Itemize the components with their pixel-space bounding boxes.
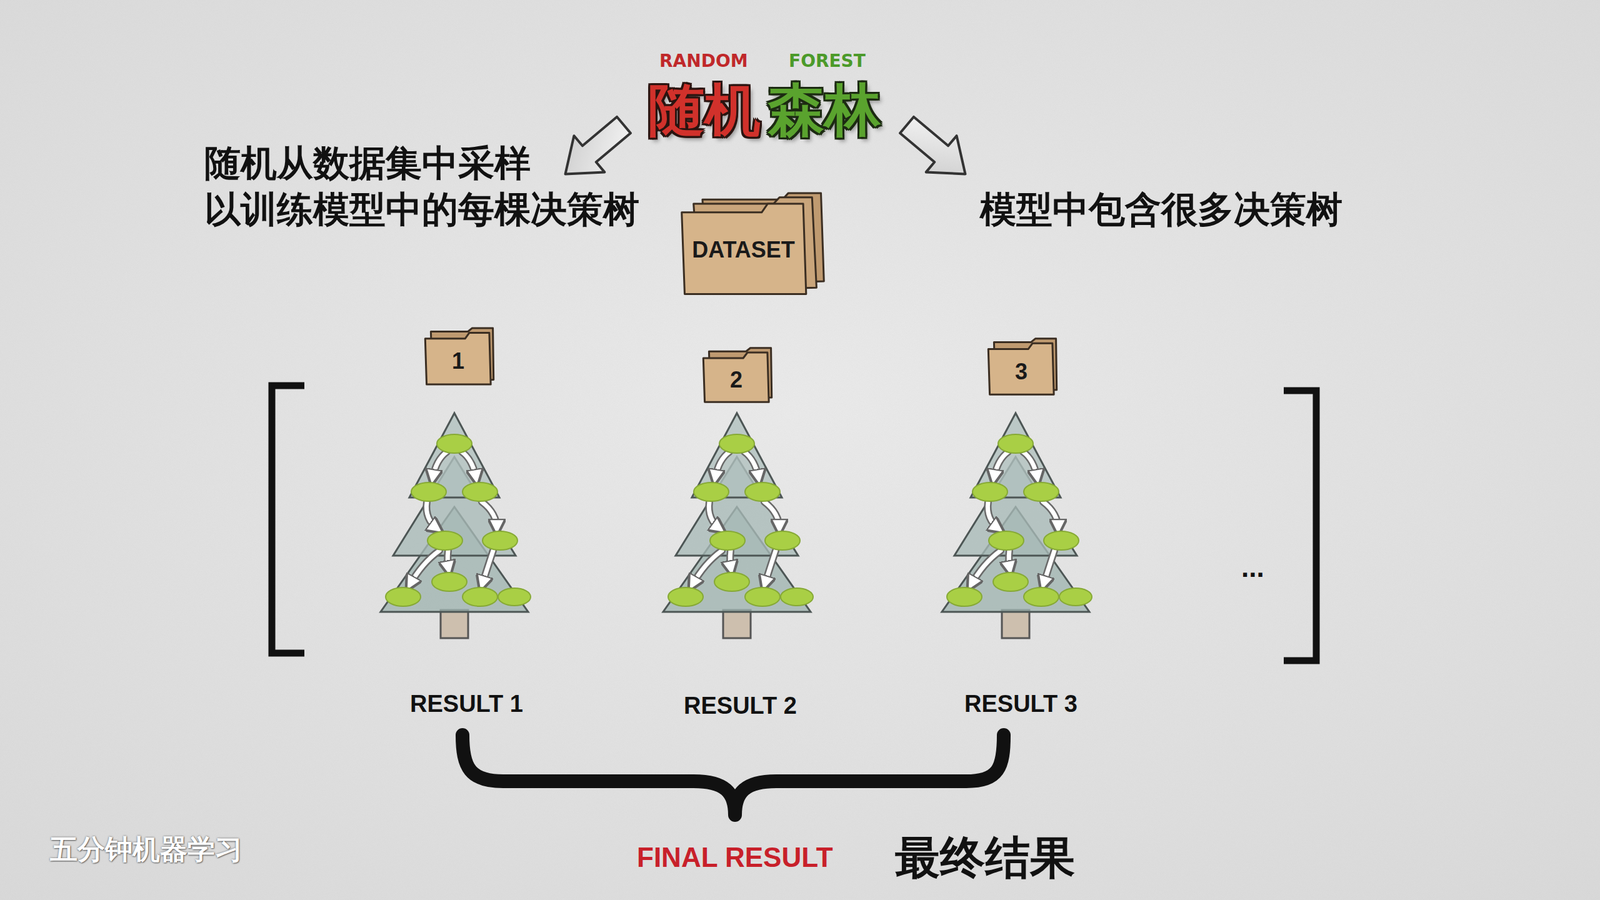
folder-label: 2 [730, 367, 743, 393]
drawing-part [663, 413, 814, 639]
title-chinese: 森林 [768, 77, 881, 143]
folder-label: 1 [451, 348, 465, 374]
left-bracket [271, 385, 305, 654]
folder-label: DATASET [691, 237, 795, 263]
drawing-part [891, 106, 981, 193]
drawing-part [988, 343, 1054, 395]
ellipsis: ... [1241, 551, 1265, 584]
annotation-text: 随机从数据集中采样 以训练模型中的每棵决策树 [204, 140, 642, 233]
decision-tree [941, 413, 1092, 639]
dataset-folder: DATASET [678, 188, 827, 297]
drawing-part [703, 352, 769, 402]
subset-folder: 3 [986, 337, 1059, 396]
title-english: FOREST [788, 51, 866, 72]
tree-result: RESULT 2 [683, 692, 797, 720]
tree-result: RESULT 1 [410, 690, 524, 719]
drawing-part [681, 203, 807, 294]
subset-folder: 2 [701, 346, 774, 404]
title-arrow-right [891, 106, 981, 193]
decision-tree [380, 413, 531, 639]
drawing-part [941, 413, 1092, 639]
title-english: RANDOM [659, 51, 749, 72]
title-arrow-left [550, 106, 639, 193]
subset-folder: 1 [423, 326, 495, 386]
right-bracket [1283, 390, 1317, 661]
drawing-part [380, 413, 531, 639]
folder-label: 3 [1015, 359, 1028, 385]
decision-tree [663, 413, 814, 639]
watermark: 五分钟机器学习 [50, 833, 243, 866]
drawing-part [550, 106, 639, 193]
drawing-part [425, 332, 491, 385]
title-chinese: 随机 [648, 77, 761, 143]
final-result: FINAL RESULT [636, 841, 834, 874]
merge-brace [462, 735, 1004, 815]
final-result-chinese: 最终结果 [895, 831, 1075, 884]
tree-result: RESULT 3 [964, 690, 1078, 719]
annotation-text: 模型中包含很多决策树 [980, 188, 1343, 231]
